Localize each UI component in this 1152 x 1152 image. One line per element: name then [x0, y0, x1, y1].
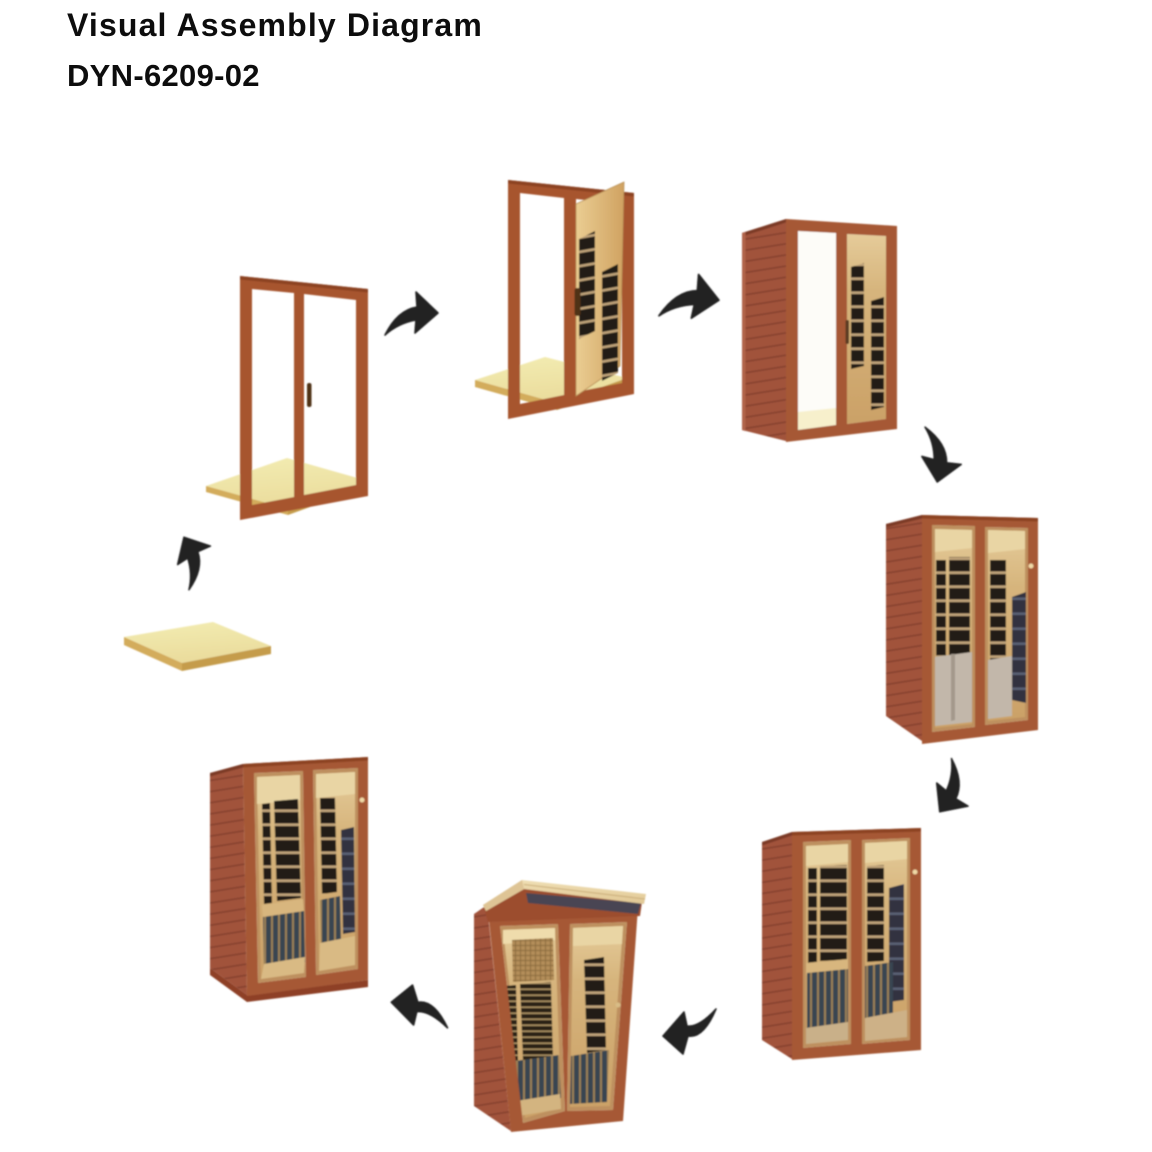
svg-text:Visual Assembly Diagram: Visual Assembly Diagram	[67, 7, 483, 43]
svg-text:DYN-6209-02: DYN-6209-02	[67, 58, 260, 93]
